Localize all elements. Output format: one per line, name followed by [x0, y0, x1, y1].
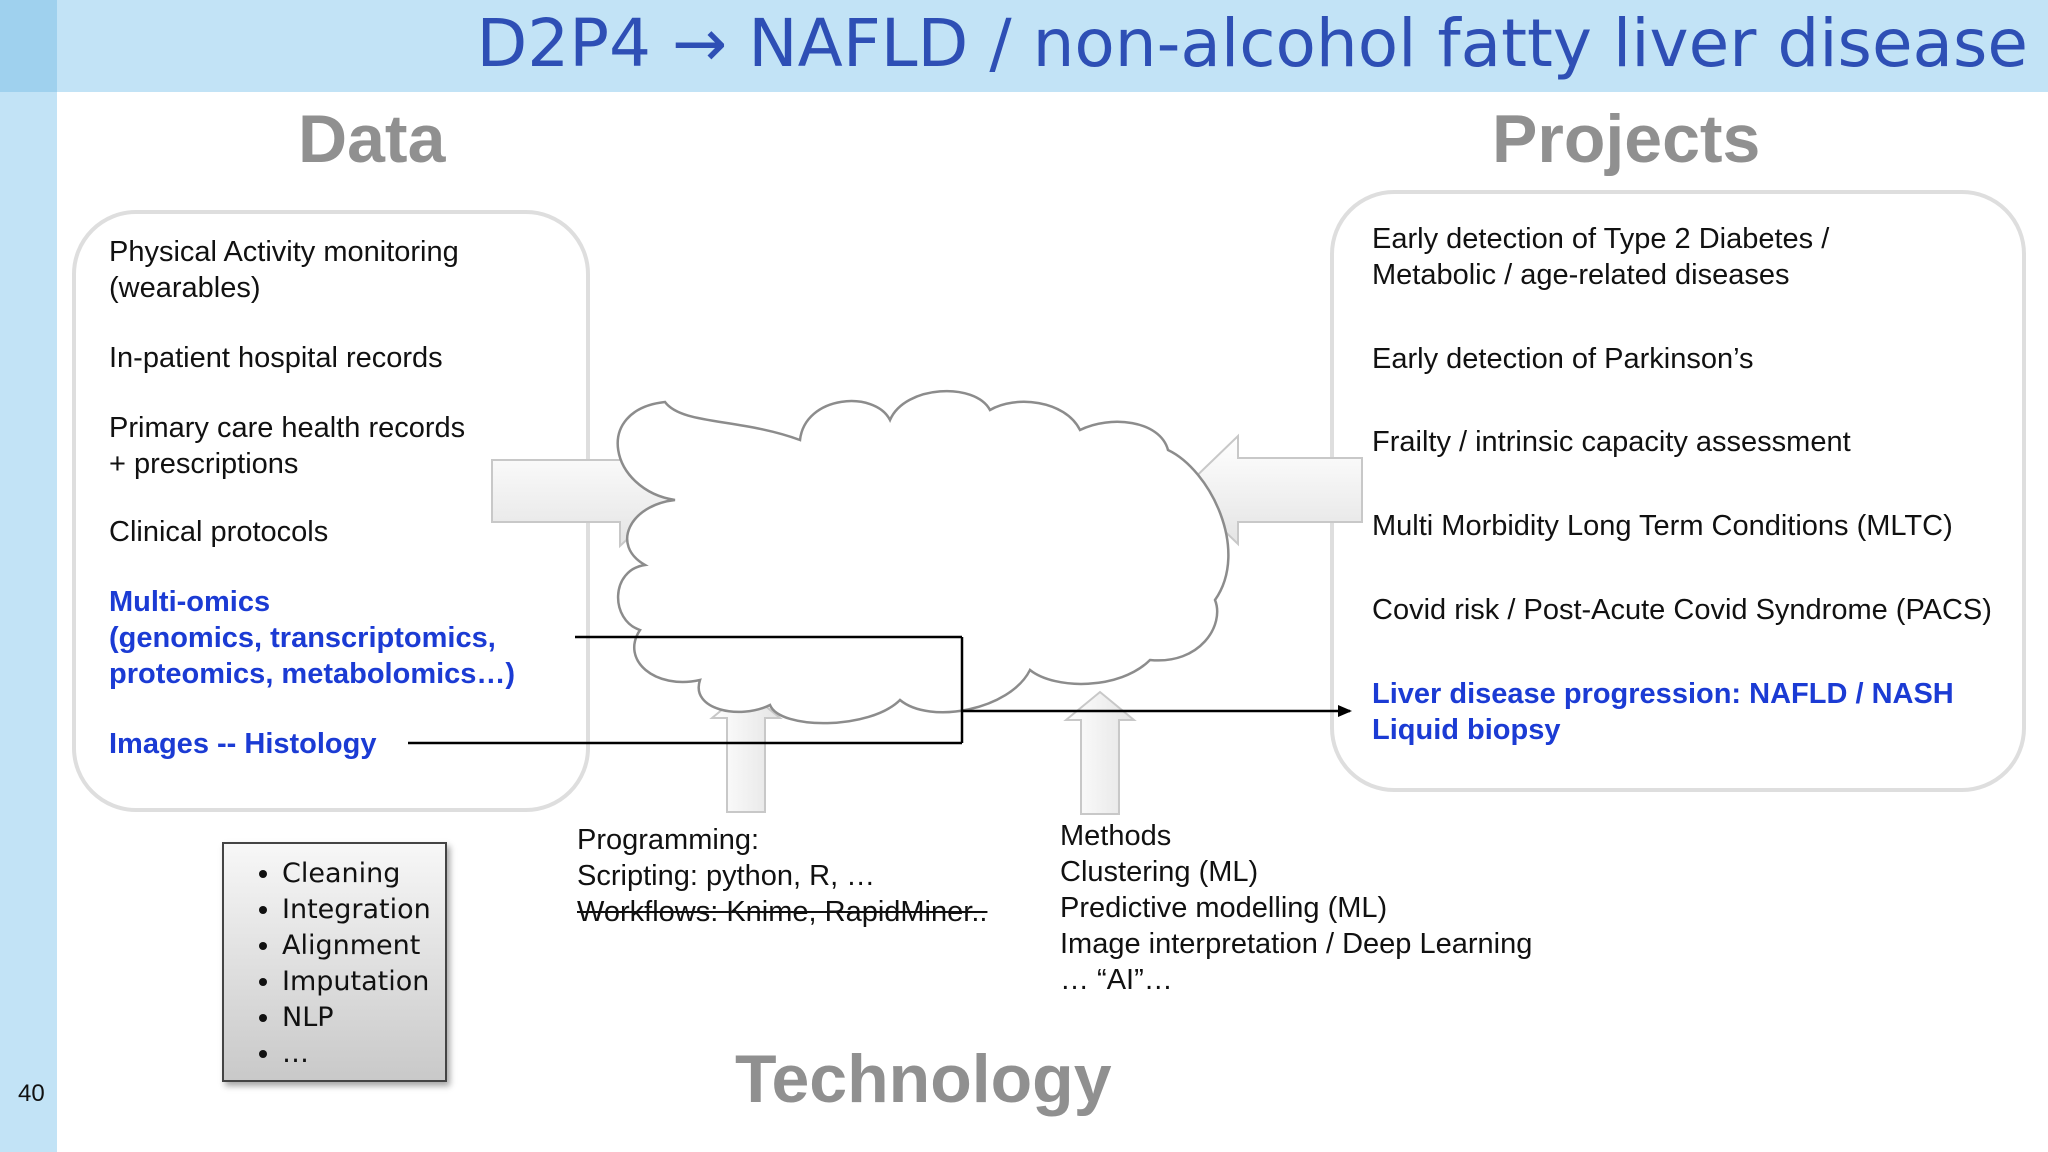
methods-caption: Methods Clustering (ML) Predictive model…	[1060, 818, 1532, 998]
project-item-mltc: Multi Morbidity Long Term Conditions (ML…	[1372, 510, 1953, 542]
methods-ai: … “AI”…	[1060, 964, 1173, 996]
project-item-line: Liquid biopsy	[1372, 714, 1561, 746]
data-item-clinical: Clinical protocols	[109, 516, 329, 548]
processing-steps-list: Cleaning Integration Alignment Imputatio…	[224, 844, 445, 1072]
projects-panel	[1330, 190, 2026, 792]
project-item-covid: Covid risk / Post-Acute Covid Syndrome (…	[1372, 594, 1992, 626]
processing-steps-box: Cleaning Integration Alignment Imputatio…	[222, 842, 447, 1082]
left-strip	[0, 0, 57, 1152]
project-item-line: Early detection of Type 2 Diabetes /	[1372, 223, 1830, 255]
step-item: …	[282, 1036, 445, 1072]
methods-up-arrow	[1063, 690, 1137, 815]
methods-image: Image interpretation / Deep Learning	[1060, 928, 1533, 960]
title-bar	[0, 0, 2048, 92]
data-item-inpatient: In-patient hospital records	[109, 342, 443, 374]
data-item-line: (genomics, transcriptomics,	[109, 622, 496, 654]
programming-heading: Programming:	[577, 824, 760, 856]
data-item-line: Primary care health records	[109, 412, 466, 444]
cloud-icon	[616, 389, 1230, 725]
project-item-frailty: Frailty / intrinsic capacity assessment	[1372, 426, 1851, 458]
step-item: Integration	[282, 892, 445, 928]
project-item-line: Liver disease progression: NAFLD / NASH	[1372, 678, 1954, 710]
project-item-diabetes: Early detection of Type 2 Diabetes / Met…	[1372, 221, 1829, 293]
left-corner-block	[0, 0, 57, 92]
step-item: Imputation	[282, 964, 445, 1000]
methods-heading: Methods	[1060, 820, 1172, 852]
step-item: Cleaning	[282, 856, 445, 892]
programming-scripting: Scripting: python, R, …	[577, 860, 876, 892]
methods-predictive: Predictive modelling (ML)	[1060, 892, 1388, 924]
technology-heading: Technology	[735, 1041, 1112, 1117]
data-item-line: + prescriptions	[109, 448, 299, 480]
data-item-images: Images -- Histology	[109, 728, 377, 760]
step-item: Alignment	[282, 928, 445, 964]
data-item-line: Multi-omics	[109, 586, 271, 618]
data-item-line: Physical Activity monitoring	[109, 236, 459, 268]
data-item-line: (wearables)	[109, 272, 261, 304]
data-heading: Data	[298, 101, 446, 177]
methods-clustering: Clustering (ML)	[1060, 856, 1259, 888]
programming-workflows: Workflows: Knime, RapidMiner..	[577, 896, 988, 928]
project-item-line: Metabolic / age-related diseases	[1372, 259, 1790, 291]
data-item-multi-omics: Multi-omics (genomics, transcriptomics, …	[109, 584, 515, 692]
project-item-parkinsons: Early detection of Parkinson’s	[1372, 343, 1754, 375]
data-item-primary-care: Primary care health records + prescripti…	[109, 410, 465, 482]
programming-caption: Programming: Scripting: python, R, … Wor…	[577, 822, 987, 930]
data-item-line: proteomics, metabolomics…)	[109, 658, 516, 690]
slide-number: 40	[18, 1080, 45, 1107]
project-item-liver: Liver disease progression: NAFLD / NASH …	[1372, 676, 1954, 748]
projects-heading: Projects	[1492, 101, 1761, 177]
data-item-physical-activity: Physical Activity monitoring (wearables)	[109, 234, 459, 306]
step-item: NLP	[282, 1000, 445, 1036]
slide-title: D2P4 → NAFLD / non-alcohol fatty liver d…	[476, 5, 2028, 82]
